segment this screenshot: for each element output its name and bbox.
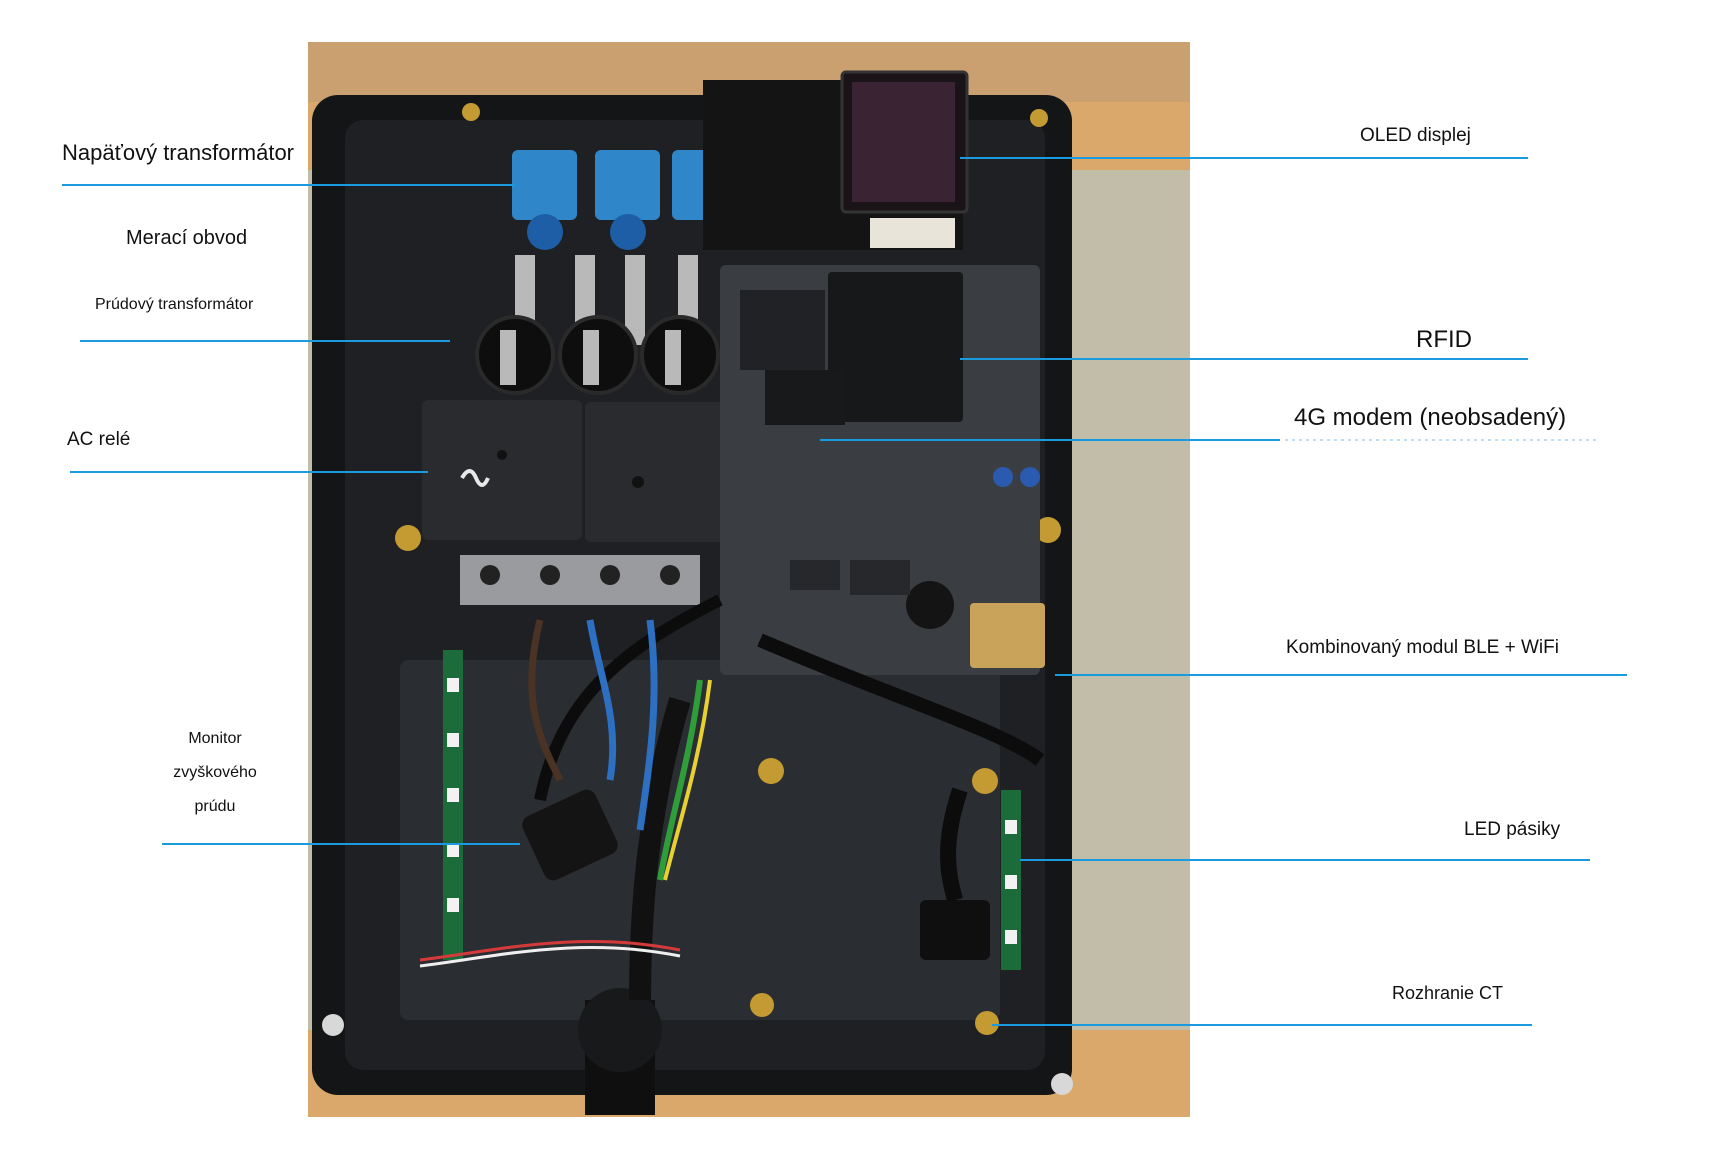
screw-post [1051, 1073, 1073, 1095]
screw-post [975, 1011, 999, 1035]
cable [629, 696, 691, 1001]
terminal-block [460, 555, 700, 605]
label-prudovy-transformator: Prúdový transformátor [95, 296, 254, 313]
residual-current-monitor [522, 789, 618, 881]
screw-post [1035, 517, 1061, 543]
screw-post [972, 768, 998, 794]
label-rfid: RFID [1416, 326, 1472, 353]
label-oled-displej: OLED displej [1360, 125, 1471, 146]
modem-area [740, 290, 825, 370]
voltage-transformer [595, 150, 660, 220]
screw-post [1030, 109, 1048, 127]
voltage-transformer [512, 150, 577, 220]
ac-relay [585, 402, 725, 542]
label-ac-rele: AC relé [67, 429, 131, 450]
label-ble-wifi-modul: Kombinovaný modul BLE + WiFi [1286, 637, 1559, 658]
ct-connector [920, 900, 990, 960]
buzzer [906, 581, 954, 629]
label-napatovy-transformator: Napäťový transformátor [62, 140, 295, 165]
screw-post [758, 758, 784, 784]
label-4g-modem: 4G modem (neobsadený) [1294, 404, 1567, 431]
screw-post [462, 103, 480, 121]
led-strip-left [443, 650, 463, 960]
screw-post [395, 525, 421, 551]
label-meraci-obvod: Merací obvod [126, 227, 248, 249]
wallbox-photo [308, 42, 1190, 1117]
label-monitor-line3: prúdu [194, 798, 236, 815]
screw-post [750, 993, 774, 1017]
rfid-antenna [828, 272, 963, 422]
screw-post [322, 1014, 344, 1036]
label-monitor-line1: Monitor [188, 730, 242, 747]
label-rozhranie-ct: Rozhranie CT [1392, 983, 1504, 1003]
label-monitor-line2: zvyškového [173, 764, 257, 781]
label-monitor-zvyskoveho-prudu: Monitor zvyškového prúdu [150, 722, 280, 824]
ac-relay [422, 400, 582, 540]
voltage-transformer [672, 150, 712, 220]
leader-lines [62, 157, 1627, 1026]
ble-wifi-module [970, 603, 1045, 668]
label-led-pasiky: LED pásiky [1464, 819, 1561, 840]
